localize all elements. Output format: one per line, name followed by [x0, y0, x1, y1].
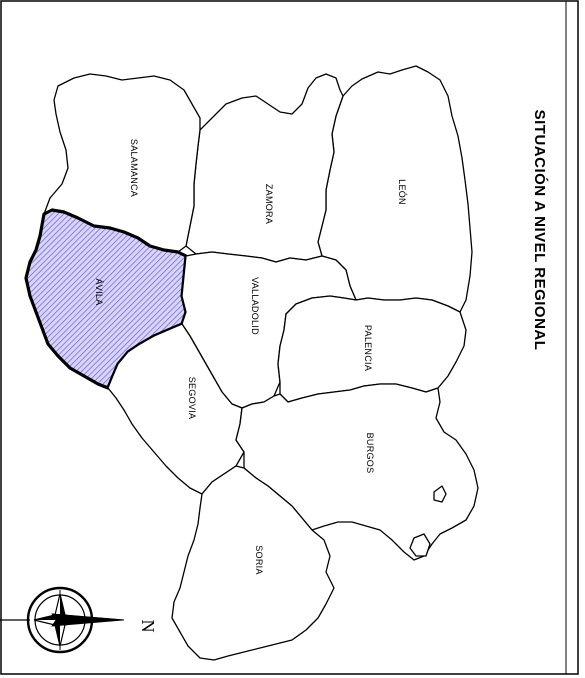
- label-soria: SORIA: [254, 545, 264, 575]
- label-leon: LEÓN: [397, 179, 407, 205]
- north-label: N: [138, 620, 158, 633]
- enclave-2: [409, 533, 431, 557]
- label-avila: ÁVILA: [94, 278, 104, 305]
- north-arrow-compass-icon: [0, 586, 125, 654]
- enclave-1: [433, 485, 447, 503]
- label-valladolid: VALLADOLID: [250, 277, 260, 335]
- label-burgos: BURGOS: [365, 433, 375, 474]
- province-zamora[interactable]: [185, 73, 344, 263]
- label-segovia: SEGOVIA: [187, 377, 197, 420]
- label-palencia: PALENCIA: [363, 325, 373, 371]
- label-salamanca: SALAMANCA: [129, 139, 139, 197]
- province-soria[interactable]: [171, 465, 335, 661]
- map-title: SITUACIÓN A NIVEL REGIONAL: [531, 110, 549, 351]
- label-zamora: ZAMORA: [264, 184, 274, 224]
